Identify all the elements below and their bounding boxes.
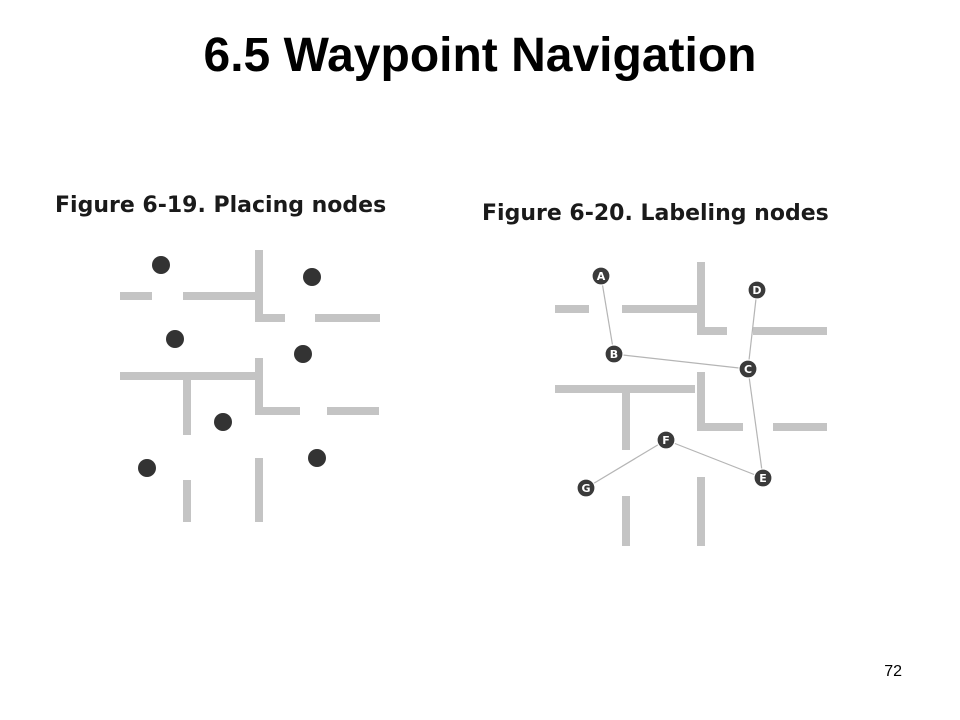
node-b: B	[604, 344, 624, 364]
node-label: A	[597, 270, 606, 283]
waypoint-dot	[152, 256, 170, 274]
node-label: B	[610, 348, 618, 361]
node-circle	[747, 280, 767, 300]
node-d: D	[747, 280, 767, 300]
node-label: C	[744, 363, 752, 376]
edge-e-f	[665, 439, 764, 479]
waypoint-dot	[303, 268, 321, 286]
node-a: A	[591, 266, 611, 286]
node-circle	[753, 468, 773, 488]
waypoint-dot	[308, 449, 326, 467]
edge-c-d	[747, 289, 758, 370]
waypoint-dot	[166, 330, 184, 348]
edge-f-g	[585, 439, 667, 489]
maze-walls-left	[120, 250, 380, 522]
node-circle	[591, 266, 611, 286]
node-label: F	[662, 434, 670, 447]
node-f: F	[656, 430, 676, 450]
node-circle	[576, 478, 596, 498]
figure-6-20-caption: Figure 6-20. Labeling nodes	[482, 201, 829, 226]
edge-a-b	[600, 275, 615, 355]
waypoint-dot	[294, 345, 312, 363]
waypoint-dots	[138, 256, 326, 477]
node-label: E	[759, 472, 767, 485]
node-circle	[656, 430, 676, 450]
waypoint-dot	[138, 459, 156, 477]
figure-6-19-caption: Figure 6-19. Placing nodes	[55, 193, 387, 218]
node-label: G	[581, 482, 590, 495]
node-label: D	[752, 284, 761, 297]
node-c: C	[738, 359, 758, 379]
edge-c-e	[747, 368, 764, 479]
waypoint-dot	[214, 413, 232, 431]
node-e: E	[753, 468, 773, 488]
maze-walls-right	[555, 262, 827, 546]
node-circle	[604, 344, 624, 364]
labeled-nodes: A B C D E F G	[576, 266, 773, 498]
node-edges	[585, 275, 764, 489]
node-g: G	[576, 478, 596, 498]
slide-title: 6.5 Waypoint Navigation	[203, 29, 757, 82]
edge-b-c	[613, 353, 749, 370]
node-circle	[738, 359, 758, 379]
page-number: 72	[884, 663, 902, 680]
